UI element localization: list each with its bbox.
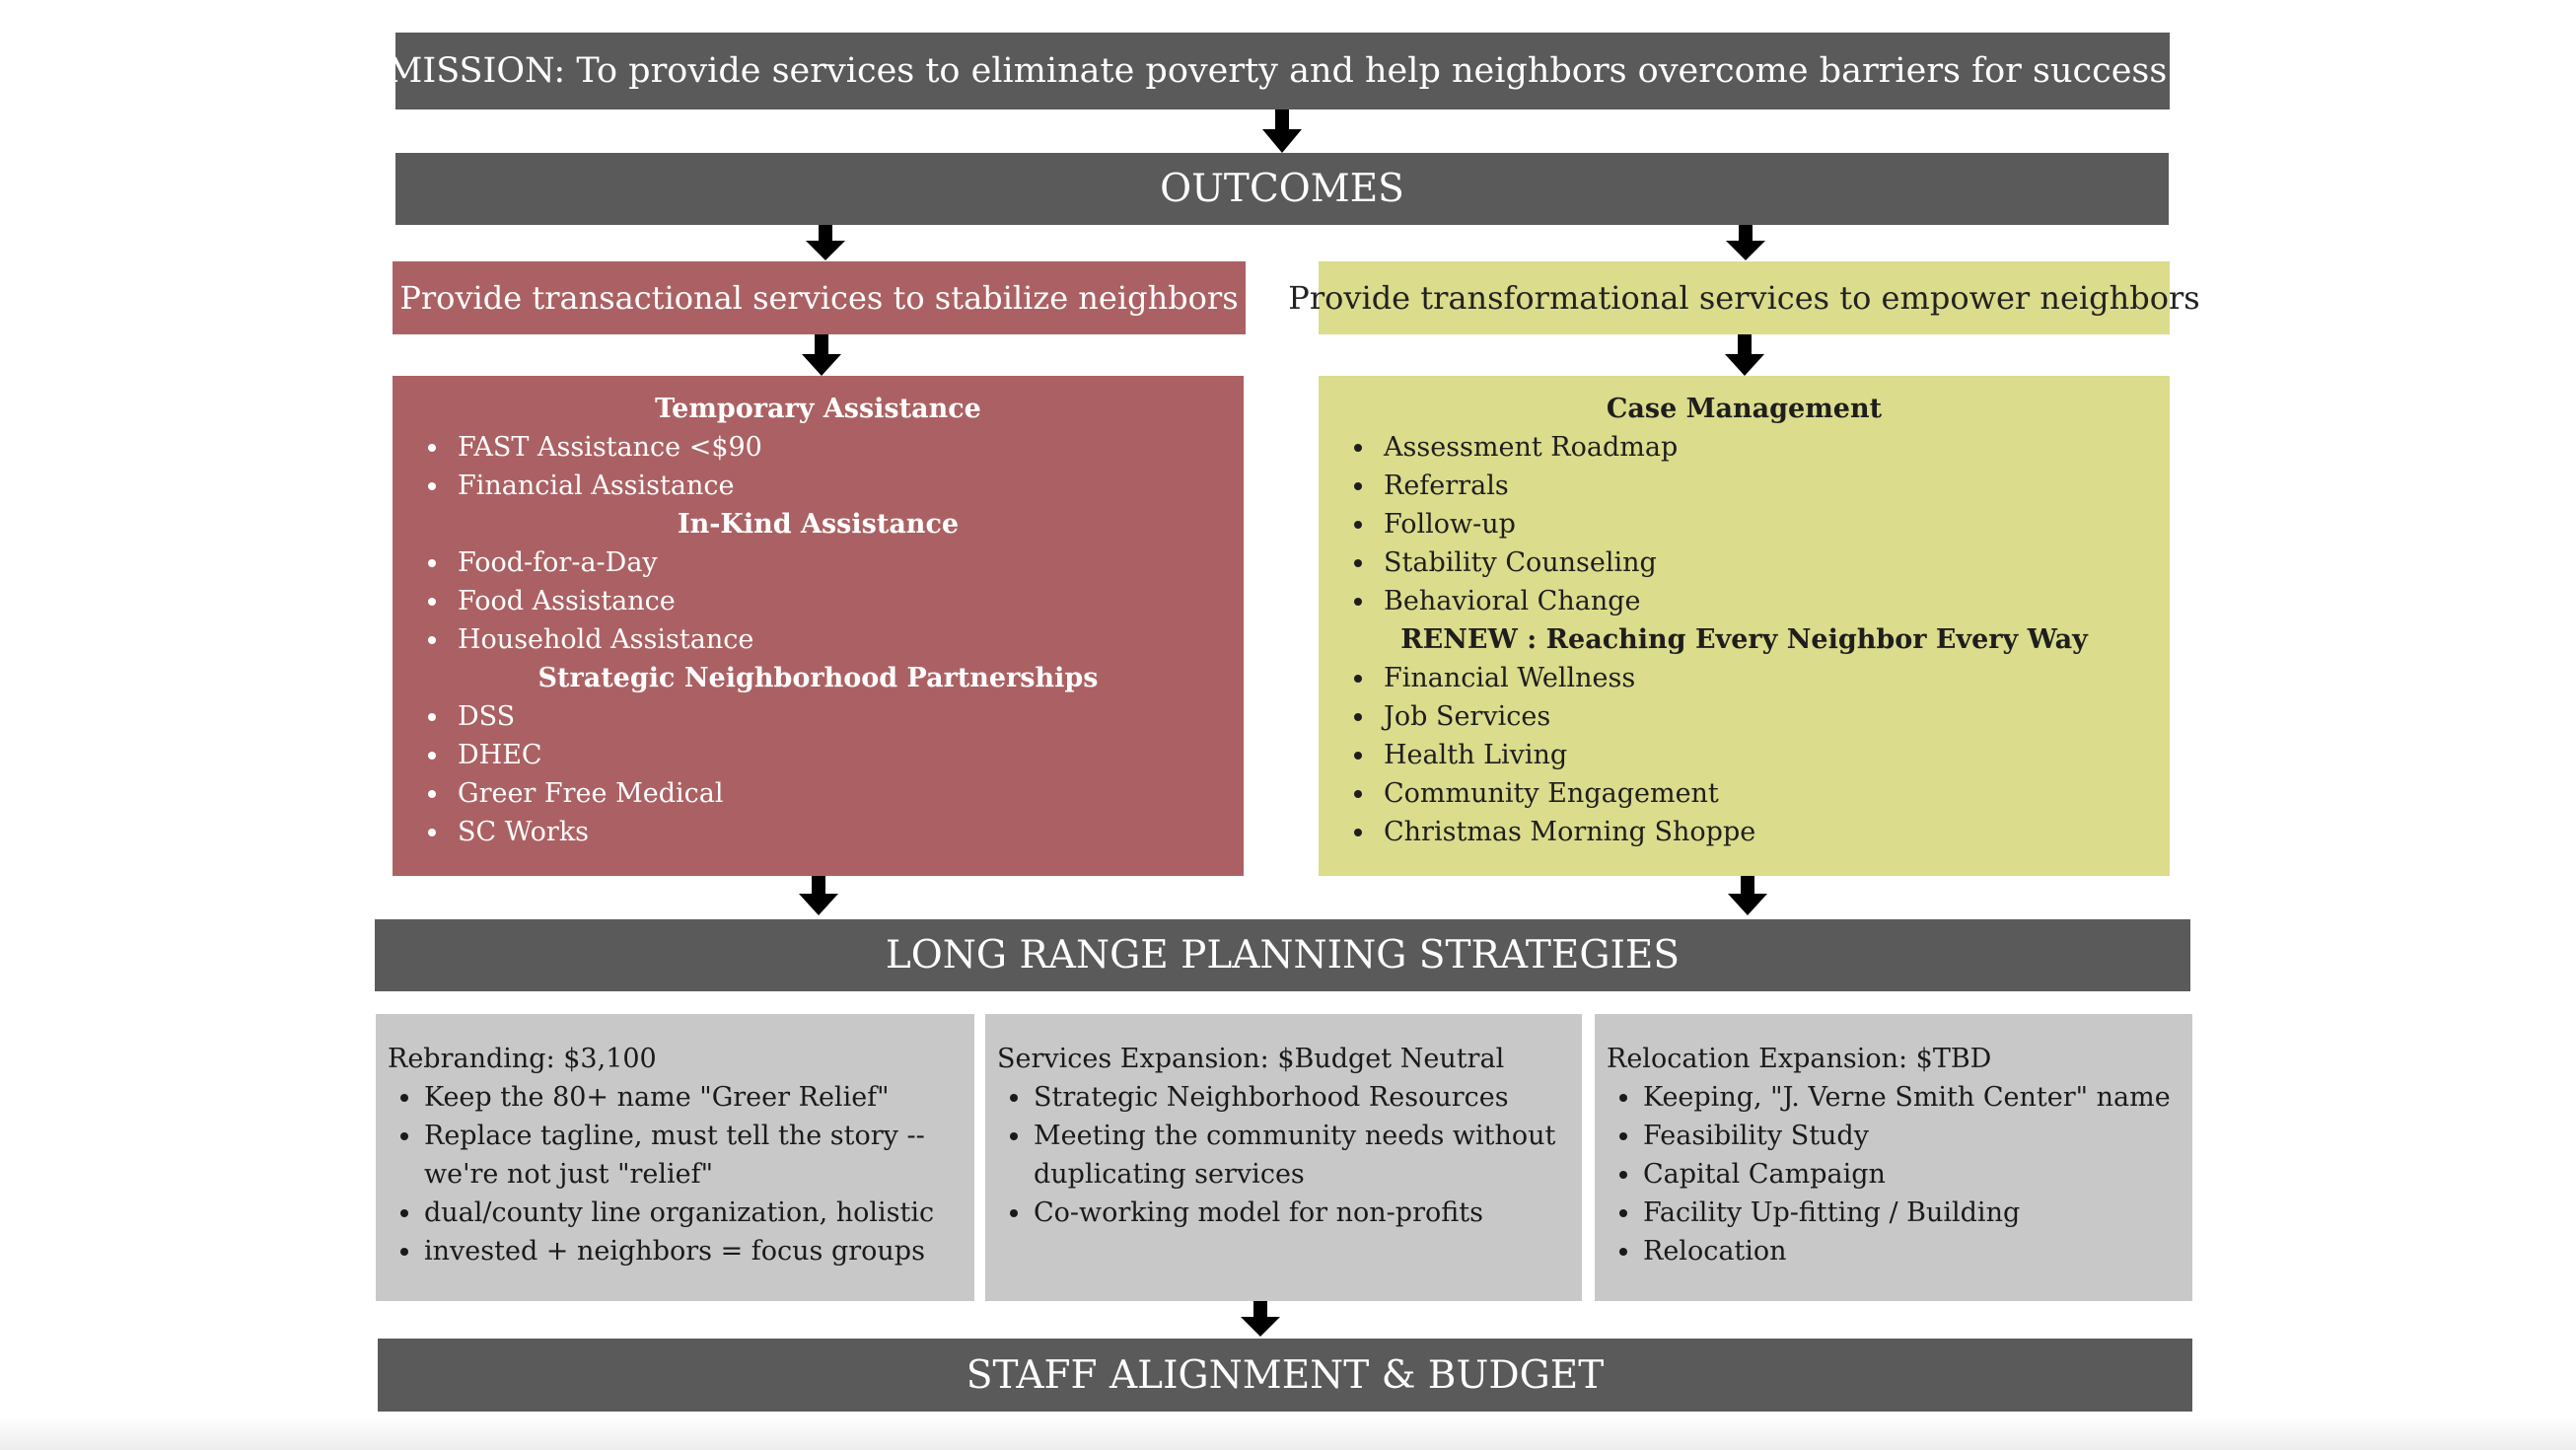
list-item: Financial Wellness (1354, 659, 2170, 697)
list-item: Behavioral Change (1354, 582, 2170, 620)
section-list: Financial Wellness Job Services Health L… (1319, 659, 2170, 851)
list-item: invested + neighbors = focus groups (400, 1232, 963, 1270)
list-item: dual/county line organization, holistic (400, 1194, 963, 1232)
strategy-box-services-expansion: Services Expansion: $Budget Neutral Stra… (985, 1014, 1582, 1301)
transformational-header-text: Provide transformational services to emp… (1288, 279, 2200, 317)
strategy-list: Keeping, "J. Verne Smith Center" name Fe… (1607, 1078, 2181, 1270)
list-item: Co-working model for non-profits (1010, 1194, 1570, 1232)
list-item: Capital Campaign (1619, 1155, 2181, 1194)
section-title: RENEW : Reaching Every Neighbor Every Wa… (1400, 624, 2088, 655)
transformational-header: Provide transformational services to emp… (1288, 261, 2200, 334)
list-item: SC Works (428, 813, 1244, 851)
strategy-box-relocation: Relocation Expansion: $TBD Keeping, "J. … (1595, 1014, 2192, 1301)
list-item: FAST Assistance <$90 (428, 428, 1244, 467)
list-item: Household Assistance (428, 620, 1244, 659)
strategy-title: Rebranding: $3,100 (388, 1044, 657, 1074)
strategy-title: Services Expansion: $Budget Neutral (997, 1044, 1505, 1074)
transactional-details: Temporary Assistance FAST Assistance <$9… (393, 376, 1244, 876)
staff-alignment-bar: STAFF ALIGNMENT & BUDGET (378, 1339, 2192, 1412)
section-list: FAST Assistance <$90 Financial Assistanc… (393, 428, 1244, 505)
list-item: Relocation (1619, 1232, 2181, 1270)
list-item: Assessment Roadmap (1354, 428, 2170, 467)
arrow-down-icon (1728, 876, 1767, 915)
list-item: Health Living (1354, 736, 2170, 774)
transactional-header-text: Provide transactional services to stabil… (399, 279, 1239, 317)
arrow-down-icon (799, 876, 838, 915)
long-range-text: LONG RANGE PLANNING STRATEGIES (885, 933, 1681, 978)
list-item: Stability Counseling (1354, 544, 2170, 582)
section-list: DSS DHEC Greer Free Medical SC Works (393, 697, 1244, 851)
strategy-box-rebranding: Rebranding: $3,100 Keep the 80+ name "Gr… (376, 1014, 974, 1301)
outcomes-bar: OUTCOMES (395, 153, 2169, 225)
list-item: Community Engagement (1354, 774, 2170, 813)
list-item: Food-for-a-Day (428, 544, 1244, 582)
page-shadow (0, 1416, 2576, 1450)
outcomes-text: OUTCOMES (1160, 167, 1404, 211)
list-item: Facility Up-fitting / Building (1619, 1194, 2181, 1232)
list-item: Referrals (1354, 467, 2170, 505)
transformational-details: Case Management Assessment Roadmap Refer… (1319, 376, 2170, 876)
transactional-header: Provide transactional services to stabil… (393, 261, 1246, 334)
arrow-down-icon (802, 334, 841, 376)
list-item: DSS (428, 697, 1244, 736)
list-item: Food Assistance (428, 582, 1244, 620)
section-list: Food-for-a-Day Food Assistance Household… (393, 544, 1244, 659)
section-list: Assessment Roadmap Referrals Follow-up S… (1319, 428, 2170, 620)
arrow-down-icon (1241, 1301, 1280, 1337)
long-range-bar: LONG RANGE PLANNING STRATEGIES (375, 919, 2190, 991)
mission-bar: MISSION: To provide services to eliminat… (388, 33, 2178, 109)
section-title: Strategic Neighborhood Partnerships (537, 663, 1099, 693)
section-title: In-Kind Assistance (677, 509, 960, 540)
section-title: Temporary Assistance (655, 394, 981, 424)
strategy-list: Keep the 80+ name "Greer Relief" Replace… (388, 1078, 963, 1270)
section-title: Case Management (1606, 394, 1883, 424)
list-item: Christmas Morning Shoppe (1354, 813, 2170, 851)
mission-text: MISSION: To provide services to eliminat… (387, 51, 2179, 91)
list-item: Follow-up (1354, 505, 2170, 544)
list-item: Meeting the community needs without dupl… (1010, 1117, 1570, 1194)
strategy-list: Strategic Neighborhood Resources Meeting… (997, 1078, 1570, 1232)
list-item: Job Services (1354, 697, 2170, 736)
arrow-down-icon (1726, 225, 1765, 260)
arrow-down-icon (806, 225, 845, 260)
arrow-down-icon (1262, 109, 1302, 153)
staff-alignment-text: STAFF ALIGNMENT & BUDGET (966, 1352, 1605, 1398)
list-item: Financial Assistance (428, 467, 1244, 505)
strategy-title: Relocation Expansion: $TBD (1607, 1044, 1992, 1074)
list-item: Strategic Neighborhood Resources (1010, 1078, 1570, 1117)
list-item: Replace tagline, must tell the story -- … (400, 1117, 963, 1194)
arrow-down-icon (1725, 334, 1764, 376)
list-item: Greer Free Medical (428, 774, 1244, 813)
list-item: DHEC (428, 736, 1244, 774)
list-item: Feasibility Study (1619, 1117, 2181, 1155)
list-item: Keeping, "J. Verne Smith Center" name (1619, 1078, 2181, 1117)
list-item: Keep the 80+ name "Greer Relief" (400, 1078, 963, 1117)
